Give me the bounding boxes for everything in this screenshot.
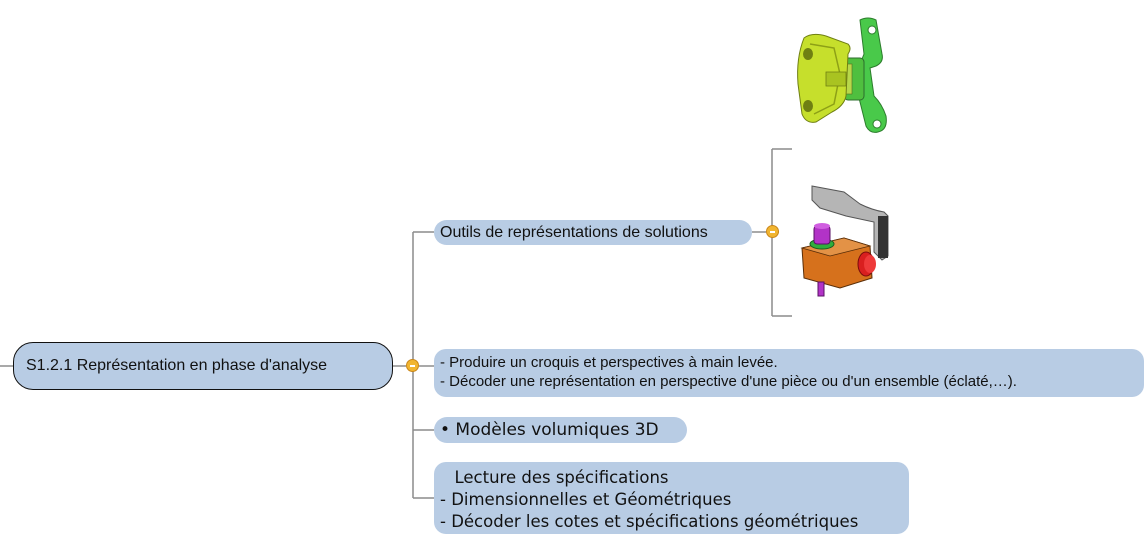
root-node[interactable]: S1.2.1 Représentation en phase d'analyse — [13, 342, 393, 390]
branch-specs-line: - Décoder les cotes et spécifications gé… — [440, 512, 859, 531]
hinge-part-image[interactable] — [790, 14, 895, 138]
root-node-label: S1.2.1 Représentation en phase d'analyse — [26, 357, 328, 374]
branch-tasks-line: - Décoder une représentation en perspect… — [440, 373, 1017, 390]
branch-tasks-line: - Produire un croquis et perspectives à … — [440, 354, 778, 371]
clamp-assembly-image[interactable] — [800, 182, 892, 300]
branch-models-label: • Modèles volumiques 3D — [440, 420, 659, 440]
collapse-tools-icon[interactable] — [766, 225, 779, 238]
branch-tools-label: Outils de représentations de solutions — [440, 223, 708, 241]
branch-specs-title: Lecture des spécifications — [454, 468, 669, 487]
branch-models[interactable]: • Modèles volumiques 3D — [434, 417, 687, 443]
branch-tasks[interactable]: - Produire un croquis et perspectives à … — [434, 349, 1144, 397]
branch-specs[interactable]: Lecture des spécifications - Dimensionne… — [434, 462, 909, 534]
branch-tools[interactable]: Outils de représentations de solutions — [434, 220, 752, 245]
collapse-root-icon[interactable] — [406, 359, 419, 372]
branch-specs-line: - Dimensionnelles et Géométriques — [440, 490, 732, 509]
